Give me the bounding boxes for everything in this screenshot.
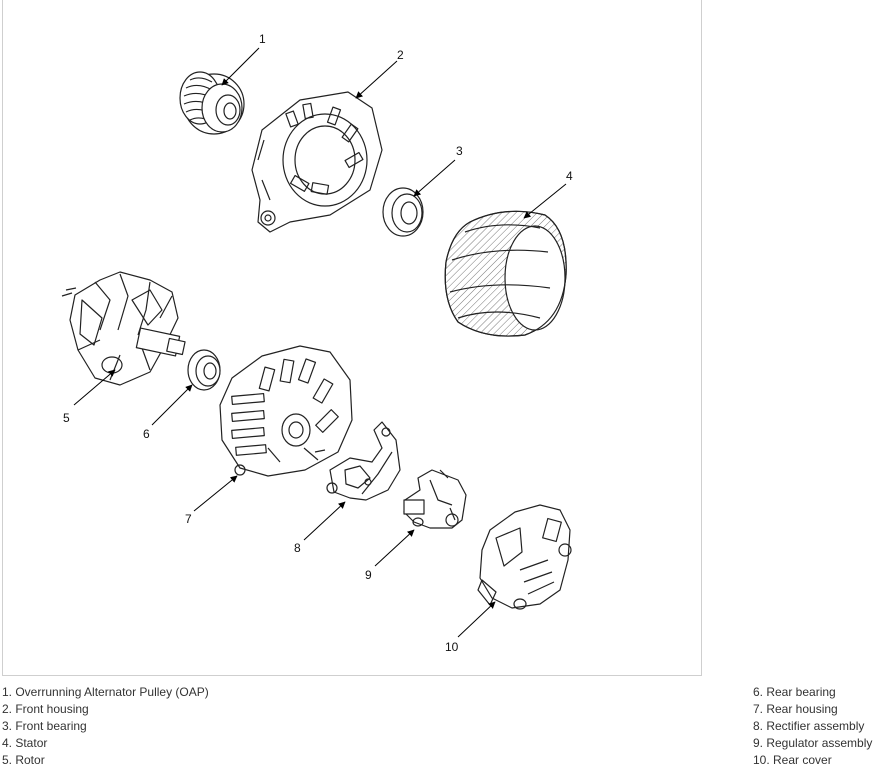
- legend-item-front-housing: 2. Front housing: [2, 702, 89, 716]
- callout-5: 5: [63, 411, 70, 425]
- leader-lines: [73, 47, 567, 638]
- rear-cover-part: [477, 504, 572, 610]
- legend-item-regulator: 9. Regulator assembly: [753, 736, 873, 750]
- callout-1: 1: [259, 32, 266, 46]
- legend-item-pulley: 1. Overrunning Alternator Pulley (OAP): [2, 685, 209, 699]
- legend-item-rotor: 5. Rotor: [2, 753, 45, 767]
- legend-item-stator: 4. Stator: [2, 736, 48, 750]
- legend-left: 1. Overrunning Alternator Pulley (OAP) 2…: [2, 684, 209, 769]
- callout-9: 9: [365, 568, 372, 582]
- rear-bearing-part: [187, 349, 221, 391]
- leader-line-9: [374, 529, 415, 567]
- legend-item-rear-cover: 10. Rear cover: [753, 753, 832, 767]
- leader-line-8: [303, 501, 346, 541]
- leader-line-2: [355, 60, 398, 99]
- rectifier-assembly-part: [326, 421, 401, 501]
- pulley-part: [179, 71, 245, 135]
- leader-line-1: [221, 47, 260, 86]
- callout-6: 6: [143, 427, 150, 441]
- rear-housing-part: [219, 345, 353, 477]
- callout-10: 10: [445, 640, 459, 654]
- legend-right: 6. Rear bearing 7. Rear housing 8. Recti…: [753, 684, 872, 769]
- callout-2: 2: [397, 48, 404, 62]
- leader-line-3: [413, 159, 456, 197]
- callout-labels: 1 2 3 4 5 6 7 8 9 10: [63, 32, 573, 654]
- front-bearing-part: [382, 187, 424, 237]
- regulator-assembly-part: [403, 469, 467, 529]
- legend-item-rectifier: 8. Rectifier assembly: [753, 719, 865, 733]
- callout-7: 7: [185, 512, 192, 526]
- legend-item-rear-housing: 7. Rear housing: [753, 702, 838, 716]
- front-housing-part: [251, 91, 383, 233]
- rotor-part: [61, 271, 186, 386]
- leader-line-6: [151, 384, 193, 426]
- leader-line-5: [73, 369, 116, 406]
- diagram-frame: [2, 0, 702, 676]
- legend-item-rear-bearing: 6. Rear bearing: [753, 685, 836, 699]
- leader-line-7: [193, 475, 238, 512]
- callout-3: 3: [456, 144, 463, 158]
- leader-line-4: [523, 183, 567, 219]
- stator-part: [444, 210, 567, 337]
- callout-8: 8: [294, 541, 301, 555]
- leader-line-10: [457, 601, 496, 638]
- legend-item-front-bearing: 3. Front bearing: [2, 719, 87, 733]
- callout-4: 4: [566, 169, 573, 183]
